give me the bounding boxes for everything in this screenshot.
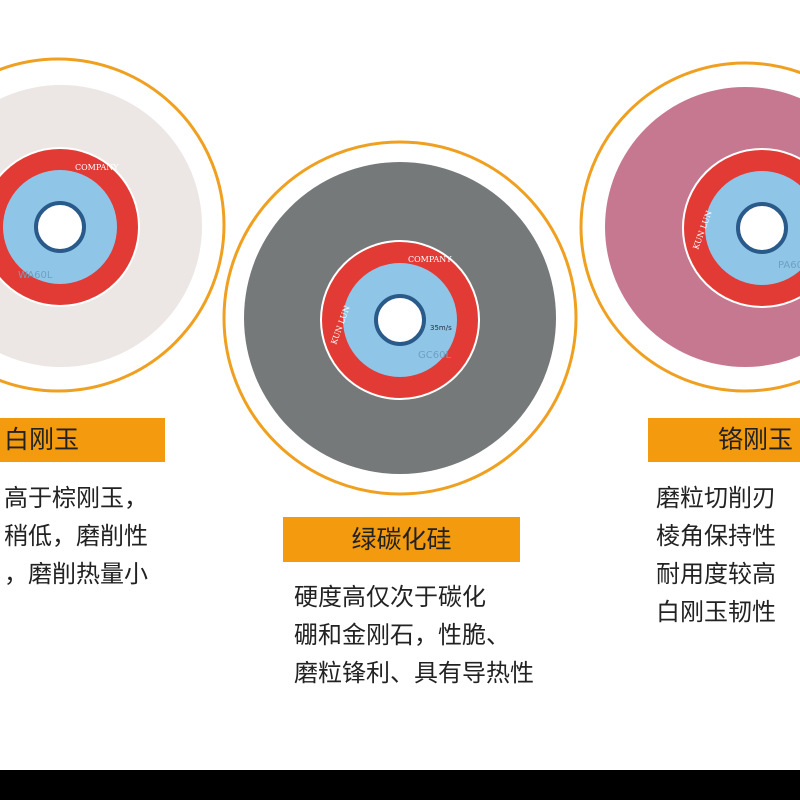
product-title-bar: 铬刚玉 xyxy=(648,418,800,462)
wheel-code: PA60L xyxy=(778,260,800,271)
wheel-label: KUN LUN PA60L xyxy=(682,148,800,308)
label-company: COMPANY xyxy=(75,163,119,172)
product-white-corundum-image: COMPANY WA60L xyxy=(0,57,226,393)
desc-line: 磨粒切削刃 xyxy=(656,484,776,512)
wheel-label: COMPANY KUN LUN GC60L 35m/s xyxy=(320,240,480,400)
desc-line: 稍低，磨削性 xyxy=(4,522,148,550)
product-green-sic-image: COMPANY KUN LUN GC60L 35m/s xyxy=(222,140,578,496)
desc-line: 耐用度较高 xyxy=(656,560,776,588)
product-description: 硬度高仅次于碳化 硼和金刚石，性脆、 磨粒锋利、具有导热性 xyxy=(294,578,534,692)
product-description: 高于棕刚玉， 稍低，磨削性 ，磨削热量小 xyxy=(4,479,148,593)
desc-line: 硬度高仅次于碳化 xyxy=(294,583,486,611)
wheel-code: GC60L xyxy=(418,350,451,361)
label-company: COMPANY xyxy=(408,255,452,264)
label-speed: 35m/s xyxy=(430,324,452,332)
product-description: 磨粒切削刃 棱角保持性 耐用度较高 白刚玉韧性 xyxy=(656,479,776,631)
product-title-bar: 白刚玉 xyxy=(0,418,165,462)
desc-line: 磨粒锋利、具有导热性 xyxy=(294,659,534,687)
desc-line: 高于棕刚玉， xyxy=(4,484,148,512)
wheel-code: WA60L xyxy=(18,270,53,281)
desc-line: 白刚玉韧性 xyxy=(656,598,776,626)
product-title-bar: 绿碳化硅 xyxy=(283,517,520,562)
desc-line: ，磨削热量小 xyxy=(4,560,148,588)
wheel-label: COMPANY WA60L xyxy=(0,147,140,307)
product-title: 白刚玉 xyxy=(4,425,80,454)
desc-line: 棱角保持性 xyxy=(656,522,776,550)
product-title: 铬刚玉 xyxy=(718,425,794,454)
bottom-band xyxy=(0,770,800,800)
desc-line: 硼和金刚石，性脆、 xyxy=(294,621,510,649)
product-chrome-corundum-image: KUN LUN PA60L xyxy=(579,61,800,393)
product-title: 绿碳化硅 xyxy=(351,525,452,554)
